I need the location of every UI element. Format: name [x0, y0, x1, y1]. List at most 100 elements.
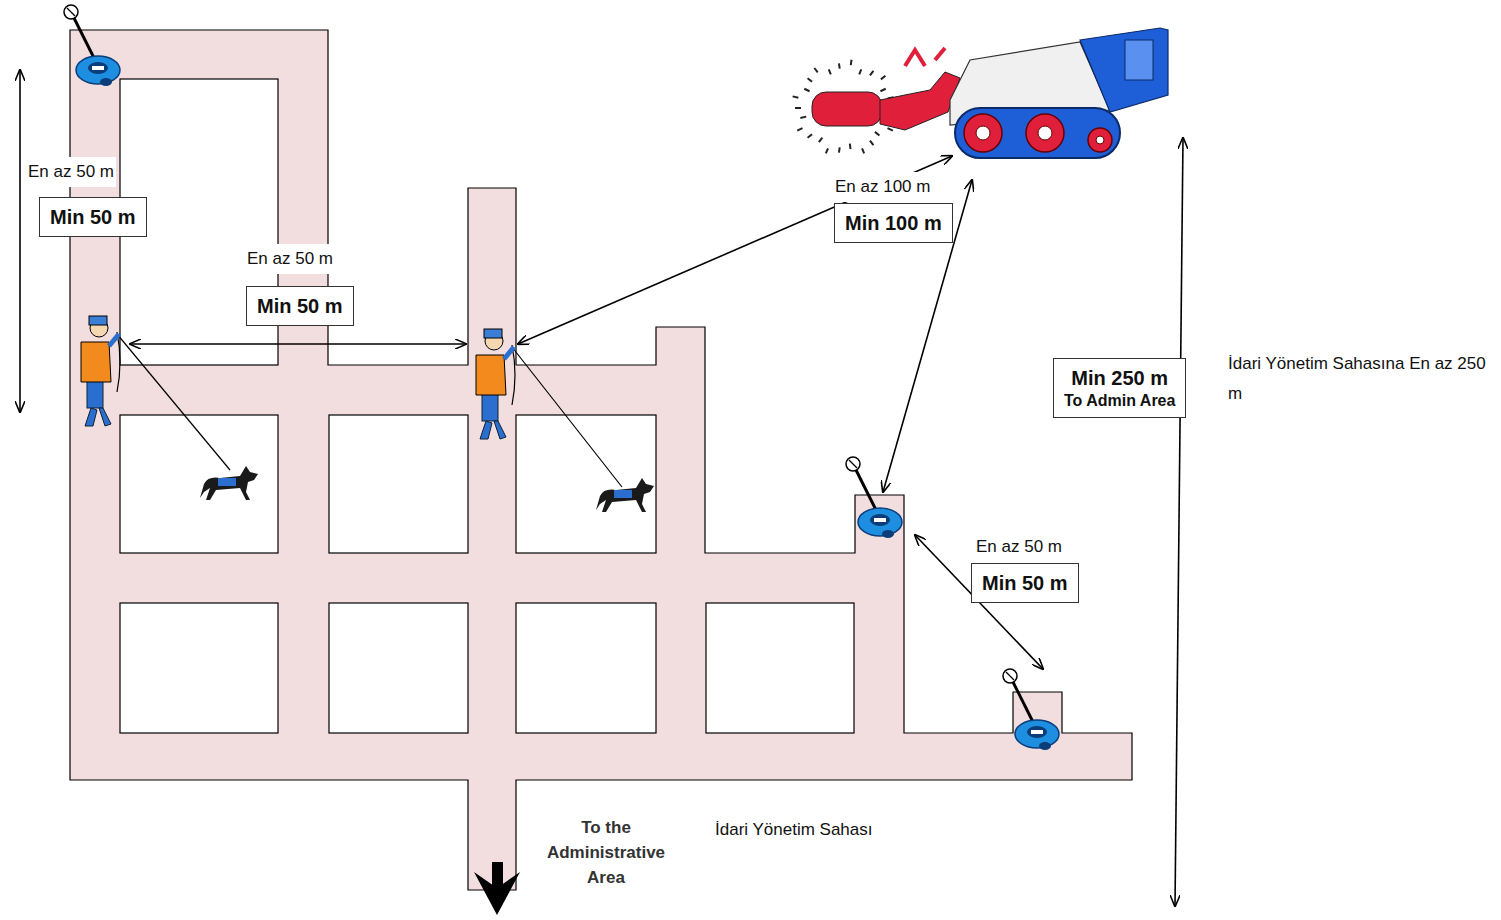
detection-dog — [596, 478, 654, 512]
demining-machine — [850, 60, 853, 65]
demining-machine — [826, 148, 828, 153]
dog-handler — [512, 345, 515, 405]
street-network — [120, 603, 278, 733]
dimension-box: Min 50 m — [246, 286, 354, 326]
area-note: To the Administrative Area — [529, 815, 683, 890]
demining-machine — [880, 89, 885, 92]
detector-operator — [846, 457, 860, 471]
demining-machine — [797, 128, 802, 131]
demining-machine — [880, 72, 960, 130]
demining-machine — [870, 71, 873, 75]
demining-machine — [1080, 28, 1168, 112]
demining-machine — [976, 126, 990, 140]
detector-operator — [92, 66, 104, 70]
dimension-subtext: To Admin Area — [1064, 391, 1175, 411]
detection-dog — [218, 478, 236, 486]
detector-operator — [870, 514, 890, 526]
detector-operator — [64, 5, 78, 19]
street-network — [120, 415, 278, 553]
demining-machine — [793, 96, 799, 97]
demining-machine — [800, 117, 806, 118]
street-network — [516, 603, 656, 733]
direction-arrow — [474, 872, 520, 915]
distance-arrow — [19, 70, 21, 412]
demining-machine — [804, 89, 809, 92]
detector-operator — [64, 5, 120, 86]
demining-machine — [793, 60, 894, 154]
distance-label: En az 50 m — [974, 532, 1064, 562]
demining-machine — [1038, 126, 1052, 140]
dimension-text: Min 50 m — [50, 204, 136, 230]
detector-operator — [858, 508, 902, 536]
demining-machine — [812, 92, 882, 126]
dog-handler — [476, 329, 622, 487]
detector-operator — [1003, 669, 1059, 750]
demining-machine — [859, 69, 861, 74]
detector-operator — [1031, 730, 1043, 734]
detector-operator — [882, 530, 894, 538]
detection-dog — [200, 466, 258, 500]
street-network — [70, 30, 1132, 890]
dog-handler — [480, 421, 506, 439]
detector-operator — [100, 78, 112, 86]
demining-machine — [905, 48, 945, 66]
dimension-text: Min 50 m — [982, 570, 1068, 596]
demining-machine — [888, 128, 893, 131]
demining-machine — [808, 78, 812, 82]
dimension-box: Min 50 m — [971, 563, 1079, 603]
street-network — [329, 603, 468, 733]
demining-machine — [819, 138, 822, 142]
dimension-box: Min 250 mTo Admin Area — [1053, 358, 1186, 418]
dimension-text: Min 50 m — [257, 293, 343, 319]
demining-machine — [1088, 128, 1112, 152]
street-network — [329, 415, 468, 553]
detector-operator — [88, 62, 108, 74]
detector-operator — [67, 8, 75, 16]
distance-arrow — [20, 70, 1183, 906]
detection-dog — [614, 490, 632, 498]
demining-machine — [870, 141, 873, 145]
demining-machine — [955, 108, 1120, 158]
distance-arrow — [130, 343, 466, 345]
demining-machine — [838, 147, 841, 152]
detector-operator — [76, 56, 120, 84]
detector-operator — [1039, 742, 1051, 750]
dog-handler — [504, 347, 514, 359]
dimension-text: Min 250 m — [1064, 365, 1175, 391]
detector-operator — [874, 518, 886, 522]
demining-machine — [829, 69, 831, 74]
dog-handler — [484, 329, 502, 338]
demining-machine — [838, 63, 841, 68]
distance-label: En az 50 m — [245, 244, 335, 274]
dog-handler — [476, 355, 506, 395]
demining-machine — [795, 107, 801, 109]
demining-machine — [862, 148, 864, 153]
direction-arrow — [474, 862, 520, 915]
dog-handler — [81, 342, 111, 382]
demining-machine — [964, 114, 1002, 152]
demining-machine — [875, 132, 879, 136]
demining-machine — [1125, 40, 1153, 80]
dimension-box: Min 100 m — [834, 203, 953, 243]
dimension-box: Min 50 m — [39, 197, 147, 237]
detector-operator — [1003, 669, 1017, 683]
detector-operator — [849, 460, 857, 468]
demining-machine — [814, 68, 817, 72]
detection-dog — [596, 478, 654, 512]
dog-handler — [81, 316, 230, 470]
dog-handler — [85, 408, 111, 426]
distance-label: En az 50 m — [26, 157, 116, 187]
street-network — [516, 415, 656, 553]
dog-handler — [109, 334, 119, 346]
distance-arrow — [518, 156, 952, 344]
detector-operator — [1006, 672, 1014, 680]
demining-machine — [1026, 114, 1064, 152]
demining-machine — [808, 134, 812, 138]
dog-handler — [117, 334, 230, 470]
area-note: İdari Yönetim Sahası — [713, 815, 875, 845]
street-network — [706, 603, 854, 733]
detection-dog — [200, 466, 258, 500]
dog-handler — [512, 347, 622, 487]
demining-machine — [1096, 136, 1104, 144]
